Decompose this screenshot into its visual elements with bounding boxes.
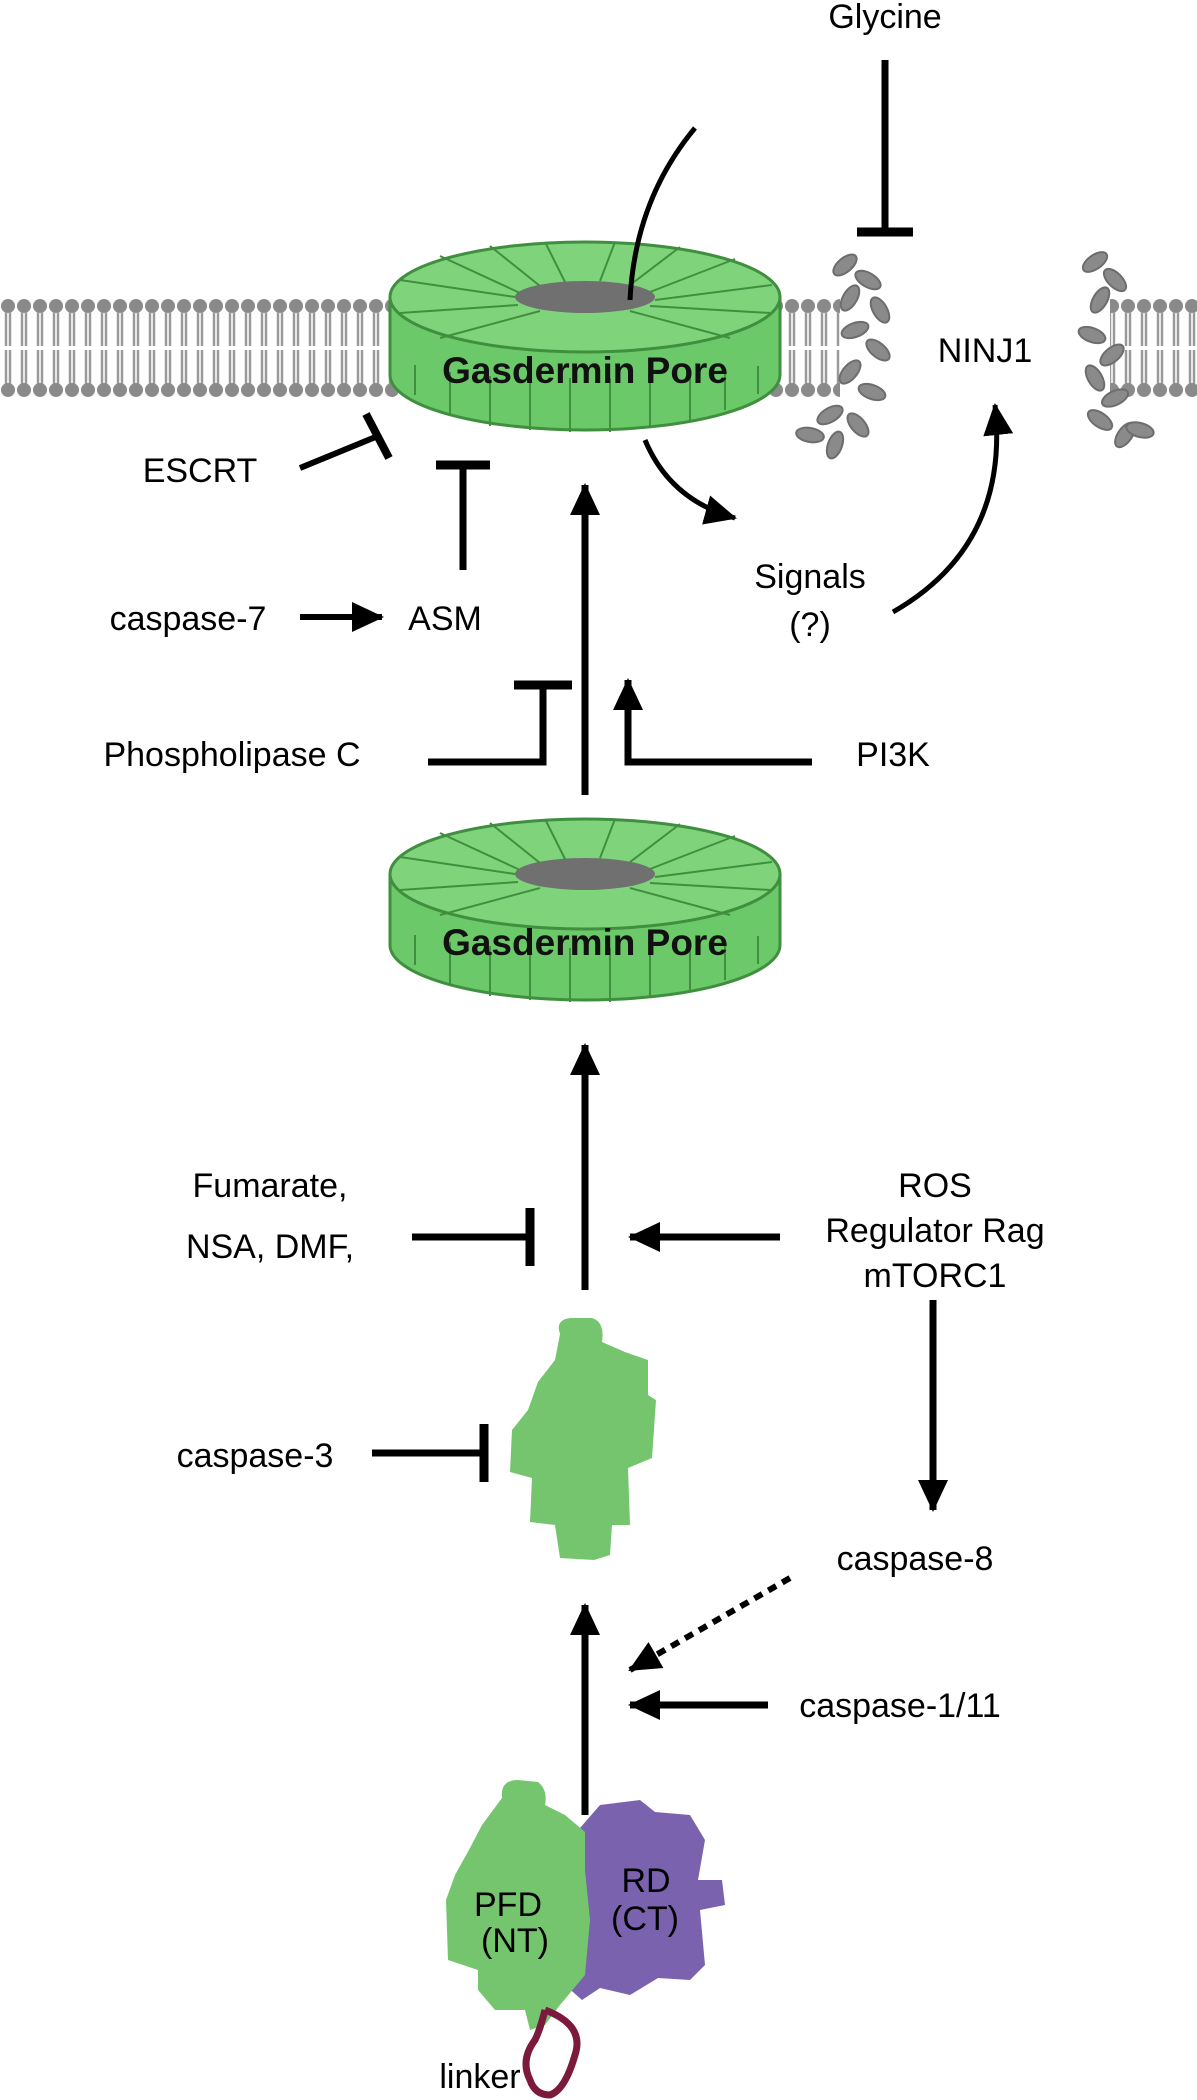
escrt-label: ESCRT [143,452,258,490]
caspase3-label: caspase-3 [177,1437,334,1475]
gasdermin-pore-middle-icon: Gasdermin Pore [388,817,782,1002]
pi3k-label: PI3K [856,736,930,774]
fumarate-inhibition [412,1208,535,1266]
ninj1-cluster-icon [795,253,891,460]
ct-label: (CT) [611,1900,679,1938]
asm-inhibition [436,460,490,570]
phospholipase-c-label: Phospholipase C [103,736,360,774]
caspase8-label: caspase-8 [837,1540,994,1578]
rd-ct-domain-icon [565,1800,725,2000]
mtorc1-label: mTORC1 [864,1257,1007,1295]
pore-to-signals-arrow [642,439,737,525]
caspase8-cleavage-arrow [628,1575,792,1673]
signals-label: Signals [754,558,866,596]
fumarate-label: Fumarate, [193,1167,348,1205]
ros-label: ROS [898,1167,972,1205]
escrt-inhibition [298,412,393,471]
pore-traversing-curve [627,126,697,301]
linker-label: linker [439,2058,520,2096]
ninj1-label: NINJ1 [938,332,1032,370]
pore-middle-label: Gasdermin Pore [442,922,728,963]
ninj1-cluster-right-icon [1077,251,1155,449]
gasdermin-nt-protein-icon [510,1318,656,1560]
signals-to-ninj1-arrow [891,403,1014,615]
glycine-label: Glycine [828,0,941,36]
signals-question-label: (?) [789,606,831,644]
membrane-left [0,298,405,398]
nt-label: (NT) [481,1922,549,1960]
caspase7-label: caspase-7 [110,600,267,638]
caspase3-inhibition [372,1424,489,1482]
asm-label: ASM [408,600,482,638]
nsa-dmf-label: NSA, DMF, [186,1228,354,1266]
membrane [0,298,1197,398]
gasdermin-full-length-icon: PFD (NT) RD (CT) [446,1780,725,2099]
caspase1-11-label: caspase-1/11 [799,1687,1001,1725]
glycine-inhibition [857,60,913,237]
pfd-label: PFD [474,1886,542,1924]
phospholipase-c-inhibition [428,680,572,766]
rd-label: RD [621,1862,670,1900]
pi3k-activation-arrow [613,678,812,766]
gasdermin-pore-top-icon: Gasdermin Pore [388,240,782,432]
linker-icon [522,2006,581,2099]
membrane-middle [770,298,840,398]
pfd-nt-domain-icon [446,1780,590,2030]
regulator-rag-label: Regulator Rag [825,1212,1044,1250]
pore-top-label: Gasdermin Pore [442,350,728,391]
